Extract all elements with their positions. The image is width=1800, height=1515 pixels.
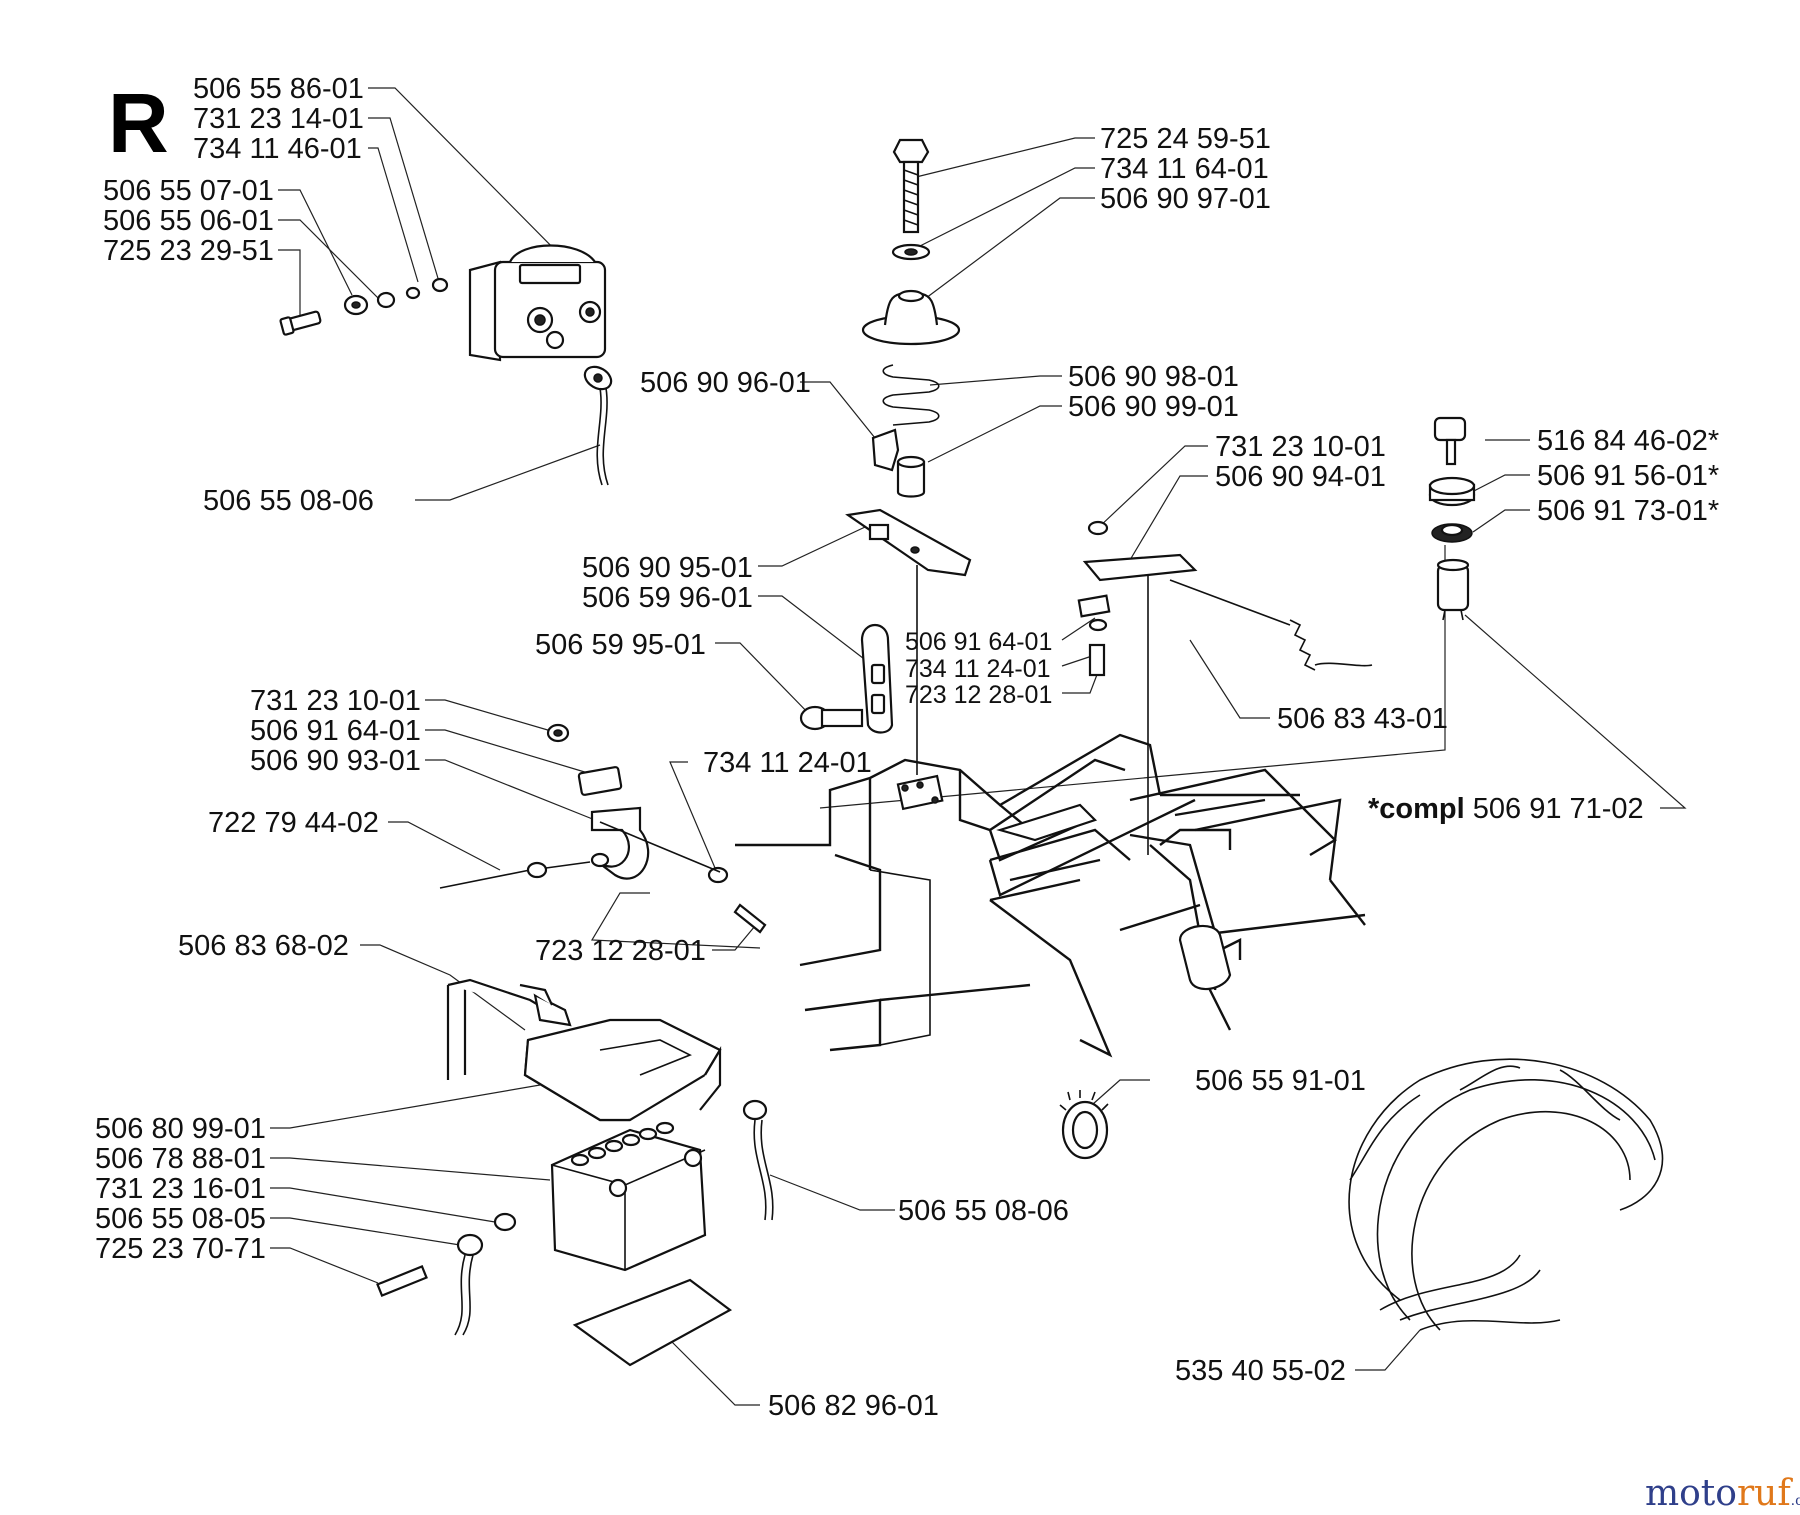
part-label: 506 91 73-01* — [1537, 495, 1719, 527]
part-label: 725 23 29-51 — [103, 235, 274, 267]
part-label: 506 91 64-01 — [905, 628, 1052, 656]
part-label: 734 11 24-01 — [703, 747, 872, 779]
part-label: 506 83 68-02 — [178, 930, 349, 962]
part-label: 725 24 59-51 — [1100, 123, 1271, 155]
watermark-logo: motoruf.de — [1645, 1473, 1800, 1514]
part-label: 506 90 98-01 — [1068, 361, 1239, 393]
switch-bracket-group — [439, 723, 767, 934]
part-label: 506 55 86-01 — [193, 73, 364, 105]
lever-spring-group — [1077, 520, 1373, 855]
part-label: 506 55 06-01 — [103, 205, 274, 237]
part-label: 506 78 88-01 — [95, 1143, 266, 1175]
part-label: 723 12 28-01 — [905, 681, 1052, 709]
part-label: 506 90 93-01 — [250, 745, 421, 777]
part-label: 506 55 08-06 — [898, 1195, 1069, 1227]
bolt-spring-group — [799, 138, 972, 775]
section-letter: R — [108, 76, 169, 170]
key-switch-group — [1428, 416, 1476, 621]
battery-caps — [570, 1121, 675, 1167]
part-labels: 506 55 86-01 731 23 14-01 734 11 46-01 5… — [95, 73, 1719, 1422]
part-label: 506 82 96-01 — [768, 1390, 939, 1422]
part-label: 722 79 44-02 — [208, 807, 379, 839]
part-label: 506 55 91-01 — [1195, 1065, 1366, 1097]
part-label: 723 12 28-01 — [535, 935, 706, 967]
compl-label: *compl 506 91 71-02 — [1368, 793, 1644, 825]
part-label: 506 90 97-01 — [1100, 183, 1271, 215]
part-label: 506 55 08-06 — [203, 485, 374, 517]
battery-group — [376, 978, 774, 1367]
part-label: 731 23 14-01 — [193, 103, 364, 135]
part-label: 506 80 99-01 — [95, 1113, 266, 1145]
part-label: 506 91 64-01 — [250, 715, 421, 747]
part-label: 731 23 10-01 — [1215, 431, 1386, 463]
part-label: 506 90 99-01 — [1068, 391, 1239, 423]
part-label: 506 59 95-01 — [535, 629, 706, 661]
part-label: 506 90 95-01 — [582, 552, 753, 584]
wiring-harness — [1348, 1058, 1664, 1331]
part-label: 506 59 96-01 — [582, 582, 753, 614]
part-label: 734 11 46-01 — [193, 133, 362, 165]
part-label: 734 11 64-01 — [1100, 153, 1269, 185]
frame-outline — [735, 733, 1366, 1058]
part-label: 725 23 70-71 — [95, 1233, 266, 1265]
grommet — [1059, 1090, 1109, 1160]
part-label: 731 23 10-01 — [250, 685, 421, 717]
part-label: 506 83 43-01 — [1277, 703, 1448, 735]
part-label: 506 90 96-01 — [640, 367, 811, 399]
part-label: 506 90 94-01 — [1215, 461, 1386, 493]
part-label: 506 91 56-01* — [1537, 460, 1719, 492]
part-label: 731 23 16-01 — [95, 1173, 266, 1205]
part-label: 734 11 24-01 — [905, 655, 1051, 683]
solenoid-group — [279, 244, 613, 486]
svg-text:motoruf.de: motoruf.de — [1645, 1473, 1800, 1514]
part-label: 535 40 55-02 — [1175, 1355, 1346, 1387]
part-label: 516 84 46-02* — [1537, 425, 1719, 457]
part-label: 506 55 07-01 — [103, 175, 274, 207]
part-label: 506 55 08-05 — [95, 1203, 266, 1235]
